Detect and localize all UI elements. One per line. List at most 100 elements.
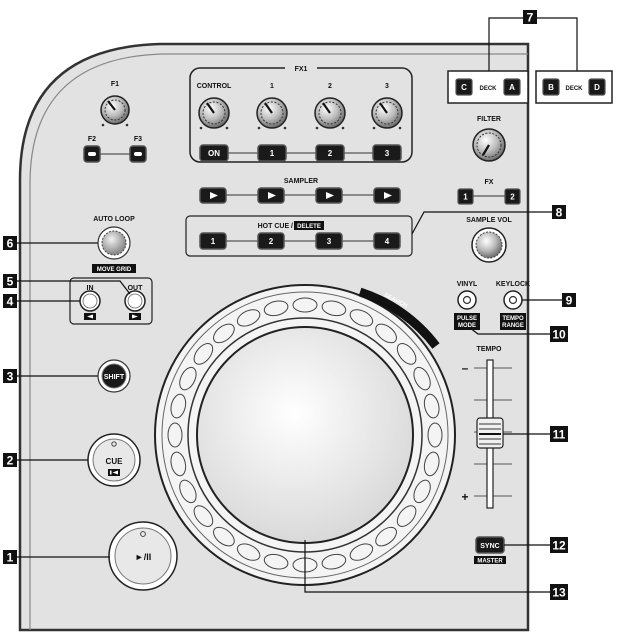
jog-ridge: [292, 297, 318, 313]
auto-loop-knob[interactable]: [97, 226, 131, 260]
fx-knob-1[interactable]: [256, 97, 288, 129]
filter-knob[interactable]: [472, 128, 506, 162]
jog-ridge: [413, 366, 431, 391]
callout-6: 6: [3, 236, 98, 251]
play-pause-button[interactable]: ►/II: [108, 521, 178, 591]
f3-label: F3: [134, 136, 142, 143]
control-knob[interactable]: [198, 97, 230, 129]
svg-text:►/II: ►/II: [135, 552, 151, 562]
shift-button[interactable]: SHIFT: [97, 359, 131, 393]
svg-text:SHIFT: SHIFT: [104, 374, 125, 381]
loop-out-label: OUT: [128, 285, 144, 292]
hot-cue-button-3[interactable]: 3: [315, 232, 343, 250]
mode-label: MODE: [458, 323, 476, 329]
callout-10: 10: [469, 326, 568, 342]
vinyl-button[interactable]: [457, 290, 477, 310]
hot-cue-button-4[interactable]: 4: [373, 232, 401, 250]
f1-knob[interactable]: [100, 95, 130, 125]
jog-ridge: [263, 553, 289, 570]
sampler-button-2[interactable]: [257, 187, 285, 204]
jog-wheel[interactable]: [154, 284, 456, 586]
jog-ridge: [423, 451, 440, 477]
jog-ridge: [170, 393, 187, 419]
callout-7: 7: [488, 10, 578, 71]
svg-text:2: 2: [510, 193, 515, 202]
jog-ridge: [375, 323, 397, 344]
master-label-bg: [474, 556, 506, 564]
svg-text:SYNC: SYNC: [480, 543, 499, 550]
fx-button-1[interactable]: 1: [257, 144, 287, 162]
jog-ridge: [213, 323, 235, 344]
sampler-button-4[interactable]: [373, 187, 401, 204]
fx-right-label: FX: [485, 179, 494, 186]
hot-cue-button-1[interactable]: 1: [199, 232, 227, 250]
jog-ridge: [263, 300, 289, 317]
fx-on-button[interactable]: ON: [199, 144, 229, 162]
deck-ca-label: DECK: [479, 86, 497, 92]
deck-d-button[interactable]: D: [588, 78, 606, 96]
svg-text:4: 4: [385, 237, 390, 246]
tempo-slider-handle[interactable]: [476, 417, 504, 449]
fx-right-button-1[interactable]: 1: [457, 188, 474, 205]
fx1-title-bg: [285, 62, 317, 74]
fx-knob-2[interactable]: [314, 97, 346, 129]
sampler-button-1[interactable]: [199, 187, 227, 204]
callout-4: 4: [3, 294, 80, 309]
deck-a-button[interactable]: A: [503, 78, 521, 96]
knob-1-label: 1: [270, 83, 274, 90]
control-knob-label: CONTROL: [197, 83, 232, 90]
fx-button-3[interactable]: 3: [372, 144, 402, 162]
sampler-button-3[interactable]: [315, 187, 343, 204]
f2-button[interactable]: [83, 145, 101, 163]
cue-button[interactable]: CUE: [87, 433, 141, 487]
svg-text:10: 10: [552, 328, 566, 342]
move-grid-label: MOVE GRID: [97, 267, 132, 273]
svg-text:3: 3: [385, 149, 390, 158]
callout-11: 11: [503, 426, 568, 442]
device-panel-inner-edge: [29, 53, 528, 630]
fx-knob-3[interactable]: [371, 97, 403, 129]
svg-text:2: 2: [328, 149, 333, 158]
deck-c-button[interactable]: C: [455, 78, 473, 96]
sample-vol-knob[interactable]: [471, 227, 507, 263]
knob-3-label: 3: [385, 83, 389, 90]
jog-ridge: [179, 479, 197, 504]
jog-ridge: [349, 543, 374, 561]
fx-button-2[interactable]: 2: [315, 144, 345, 162]
svg-text:12: 12: [552, 539, 566, 553]
svg-text:11: 11: [553, 428, 566, 442]
loop-out-shift-icon: [129, 313, 141, 320]
svg-text:3: 3: [327, 237, 332, 246]
loop-out-button[interactable]: [124, 290, 146, 312]
jog-ridge: [321, 300, 347, 317]
pulse-label: PULSE: [457, 316, 477, 322]
f3-button[interactable]: [129, 145, 147, 163]
svg-text:1: 1: [463, 193, 468, 202]
sync-button[interactable]: SYNC: [475, 536, 505, 554]
keylock-button[interactable]: [503, 290, 523, 310]
callout-1: 1: [3, 550, 110, 565]
svg-text:CUE: CUE: [106, 457, 124, 466]
hot-cue-button-2[interactable]: 2: [257, 232, 285, 250]
loop-in-shift-icon: [84, 313, 96, 320]
svg-text:8: 8: [556, 206, 563, 220]
sampler-label: SAMPLER: [284, 178, 318, 185]
deck-b-button[interactable]: B: [542, 78, 560, 96]
tempo-label: TEMPO: [477, 346, 502, 353]
svg-text:A: A: [509, 83, 515, 92]
svg-text:13: 13: [552, 586, 566, 600]
svg-text:4: 4: [7, 295, 14, 309]
jog-ridge: [427, 422, 443, 448]
svg-text:2: 2: [7, 454, 14, 468]
tempo-plus-label: +: [461, 490, 468, 504]
svg-text:1: 1: [270, 149, 275, 158]
f2-label: F2: [88, 136, 96, 143]
callout-5: 5: [3, 274, 131, 295]
fx-right-button-2[interactable]: 2: [504, 188, 521, 205]
jog-ridge: [396, 505, 417, 527]
master-label: MASTER: [477, 559, 503, 565]
jog-ridge: [413, 479, 431, 504]
loop-in-button[interactable]: [79, 290, 101, 312]
svg-text:6: 6: [7, 237, 14, 251]
